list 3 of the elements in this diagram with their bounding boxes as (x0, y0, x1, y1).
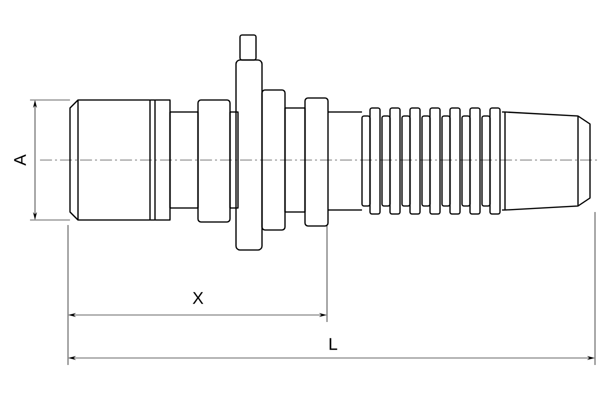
dimension-label: L (330, 338, 338, 350)
dimension-label: A (14, 154, 26, 166)
dimension-label: X (192, 292, 204, 304)
